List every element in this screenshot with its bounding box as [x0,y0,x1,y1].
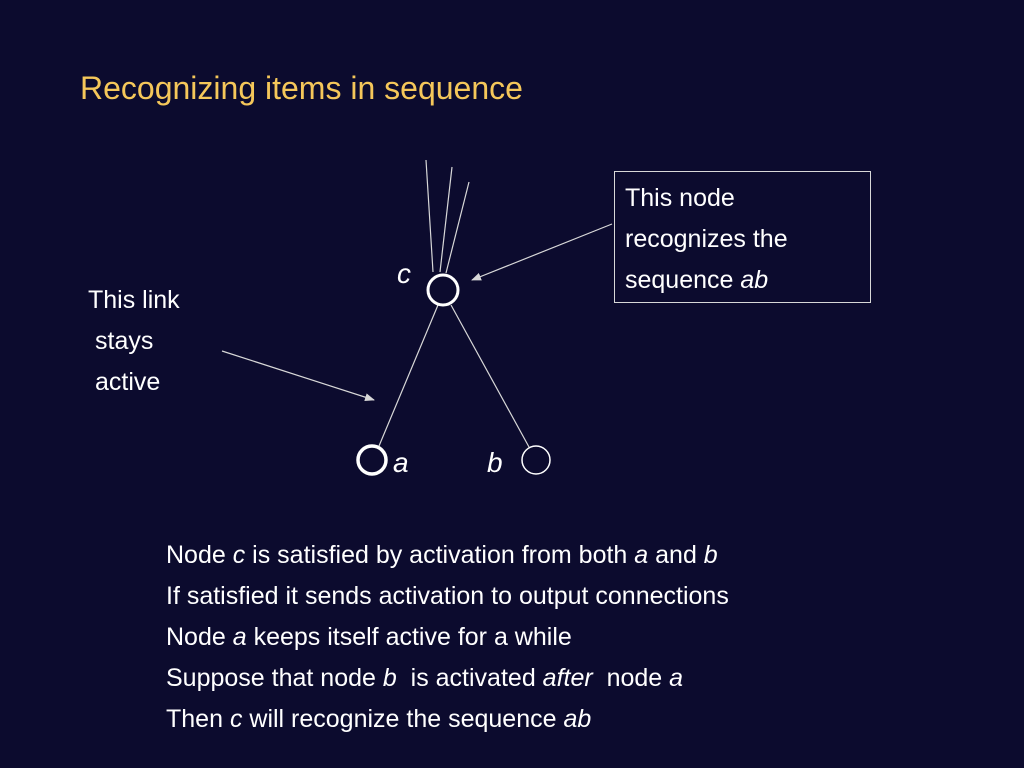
node-b [521,445,551,475]
bullet-text: Node [166,623,233,651]
node-note: This node recognizes the sequence ab [625,178,788,301]
node-callout-arrow [471,223,613,281]
link-note: This link stays active [88,280,180,403]
node-note-line: sequence ab [625,260,788,301]
bullet-line: If satisfied it sends activation to outp… [166,576,729,617]
node-c [426,273,460,307]
node-note-line: recognizes the [625,225,788,253]
bullet-text: is activated [396,664,543,692]
node-c-label: c [397,258,411,289]
bullet-text: Suppose that node [166,664,383,692]
output-link-1 [425,159,434,273]
node-a [356,444,388,476]
bullet-text: and [648,541,704,569]
output-link-2 [439,166,453,273]
bullet-italic-term: c [229,705,243,733]
bullet-line: Then c will recognize the sequence ab [166,699,729,740]
bullet-text: Then [166,705,230,733]
bullet-italic-term: ab [563,705,592,733]
slide-title: Recognizing items in sequence [80,70,523,106]
bullet-italic-term: b [703,541,718,569]
node-note-text: sequence [625,266,741,294]
bullet-italic-term: b [382,664,397,692]
bullet-italic-term: a [232,623,247,651]
bullet-italic-term: a [634,541,649,569]
bullet-italic-term: a [669,664,684,692]
output-link-3 [445,181,470,274]
node-callout-box: This node recognizes the sequence ab [614,171,871,303]
node-note-italic: ab [740,266,769,294]
link-note-line: stays [95,327,154,355]
bullet-text: node [592,664,670,692]
link-a-to-c [378,304,439,447]
bullet-text: will recognize the sequence [242,705,564,733]
link-note-line: This link [88,286,180,314]
bullet-list: Node c is satisfied by activation from b… [166,535,729,740]
bullet-text: is satisfied by activation from both [245,541,635,569]
bullet-text: keeps itself active for a while [246,623,572,651]
bullet-italic-term: c [232,541,246,569]
bullet-text: Node [166,541,233,569]
link-callout-arrow [221,350,375,402]
node-a-label: a [393,447,409,478]
bullet-line: Node c is satisfied by activation from b… [166,535,729,576]
bullet-text: If satisfied it sends activation to outp… [166,582,729,610]
bullet-italic-term: after [542,664,593,692]
link-note-line: active [95,368,161,396]
bullet-line: Suppose that node b is activated after n… [166,658,729,699]
node-note-line: This node [625,184,735,212]
link-b-to-c [450,304,530,448]
bullet-line: Node a keeps itself active for a while [166,617,729,658]
node-b-label: b [487,447,503,478]
